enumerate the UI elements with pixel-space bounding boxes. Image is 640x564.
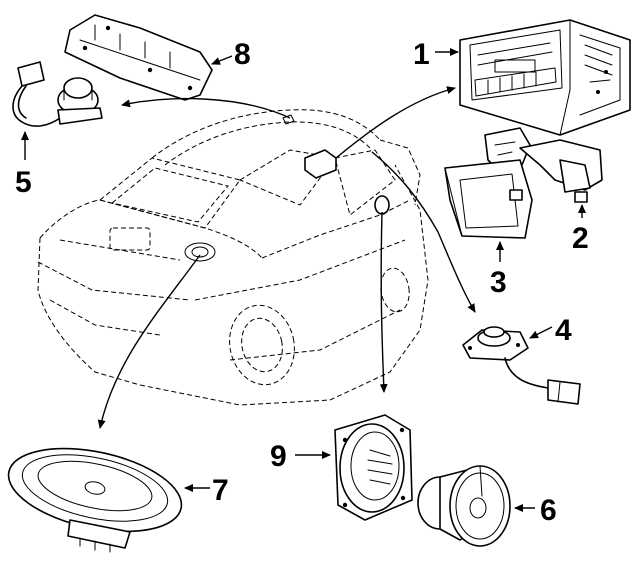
speaker-harness-icon	[12, 61, 103, 127]
leader-radio	[335, 86, 456, 159]
leader-oval-speaker	[97, 254, 201, 429]
callout-labels: 1 2 3 4 5 6 7 8 9	[15, 38, 589, 527]
callout-6: 6	[540, 494, 557, 527]
callout-8: 8	[234, 38, 251, 71]
leader-bracket-8	[121, 97, 291, 119]
callout-5: 5	[15, 166, 32, 199]
callout-9: 9	[270, 440, 287, 473]
round-speaker-icon	[417, 465, 511, 547]
vehicle-outline	[37, 109, 429, 406]
callout-2: 2	[572, 222, 589, 255]
oval-speaker-icon	[7, 447, 183, 553]
radio-receiver-icon	[459, 19, 631, 136]
leader-tweeter	[371, 151, 476, 313]
trim-panel-icon	[444, 159, 533, 239]
callout-4: 4	[555, 314, 572, 347]
leader-lines	[97, 86, 476, 429]
callout-3: 3	[490, 266, 507, 299]
rear-bracket-icon	[64, 14, 213, 101]
tweeter-harness-icon	[462, 326, 581, 405]
callout-7: 7	[212, 474, 229, 507]
leader-coaxial	[379, 211, 388, 393]
callout-arrows	[21, 48, 586, 512]
callout-1: 1	[413, 38, 430, 71]
coaxial-speaker-icon	[334, 414, 413, 521]
